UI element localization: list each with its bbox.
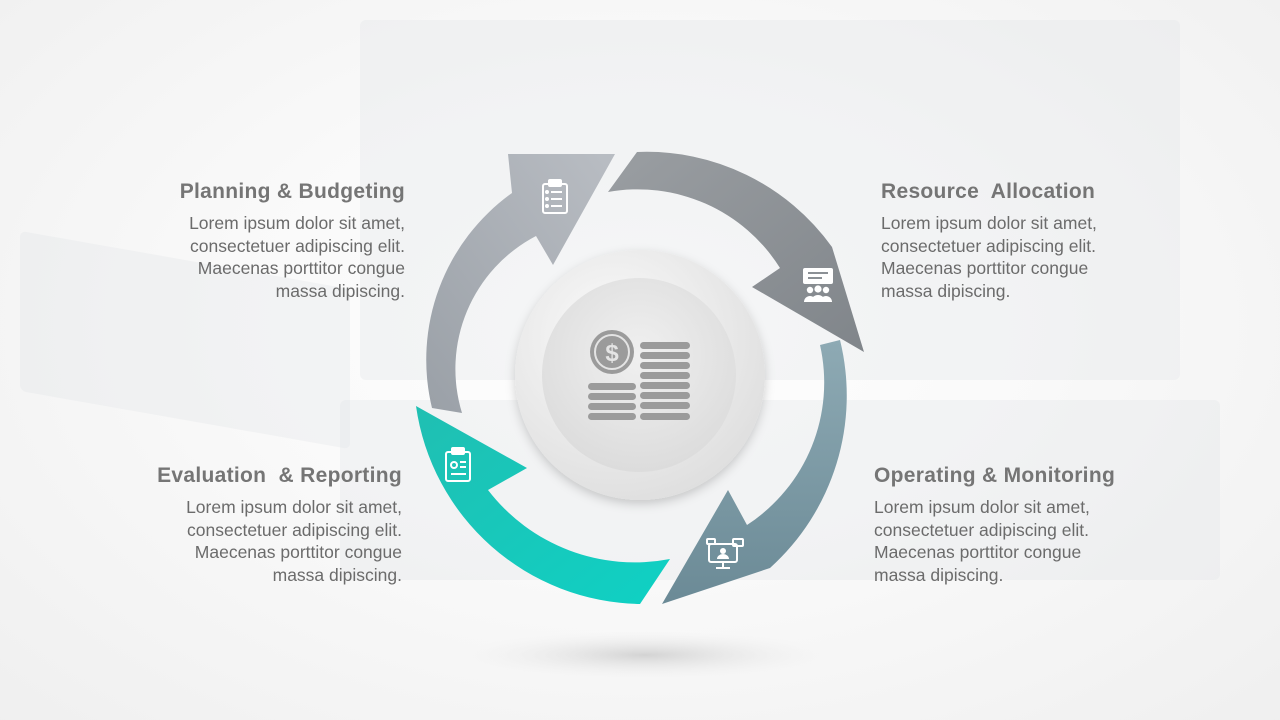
description-line: Maecenas porttitor congue bbox=[194, 542, 402, 562]
resource-allocation-description: Lorem ipsum dolor sit amet, consectetuer… bbox=[881, 212, 1171, 302]
description-line: Maecenas porttitor congue bbox=[881, 258, 1089, 278]
description-line: consectetuer adipiscing elit. bbox=[190, 235, 405, 256]
description-line: consectetuer adipiscing elit. bbox=[881, 235, 1096, 256]
arc-planning bbox=[426, 154, 615, 413]
checklist-icon bbox=[542, 179, 568, 214]
planning-budgeting-title: Planning & Budgeting bbox=[179, 180, 405, 203]
evaluation-reporting-title: Evaluation & Reporting bbox=[157, 464, 402, 487]
dollar-coins-icon: $ bbox=[588, 330, 690, 420]
evaluation-reporting-description: Lorem ipsum dolor sit amet, consectetuer… bbox=[112, 496, 402, 586]
description-line: massa dipiscing. bbox=[881, 280, 1011, 301]
planning-budgeting-description: Lorem ipsum dolor sit amet, consectetuer… bbox=[115, 212, 405, 302]
team-presentation-icon bbox=[803, 268, 833, 302]
evaluation-reporting-block: Evaluation & Reporting Lorem ipsum dolor… bbox=[112, 464, 402, 586]
description-line: massa dipiscing. bbox=[874, 564, 1004, 585]
arc-resource bbox=[608, 151, 864, 352]
resource-allocation-block: Resource Allocation Lorem ipsum dolor si… bbox=[881, 180, 1171, 302]
operating-monitoring-block: Operating & Monitoring Lorem ipsum dolor… bbox=[874, 464, 1164, 586]
description-line: Lorem ipsum dolor sit amet, bbox=[881, 213, 1097, 233]
svg-text:$: $ bbox=[605, 340, 619, 367]
operating-monitoring-description: Lorem ipsum dolor sit amet, consectetuer… bbox=[874, 496, 1164, 586]
description-line: massa dipiscing. bbox=[272, 564, 402, 585]
ground-shadow bbox=[460, 631, 830, 679]
description-line: Lorem ipsum dolor sit amet, bbox=[874, 497, 1090, 517]
center-inner-disc bbox=[542, 278, 736, 472]
description-line: consectetuer adipiscing elit. bbox=[874, 519, 1089, 540]
planning-budgeting-block: Planning & Budgeting Lorem ipsum dolor s… bbox=[115, 180, 405, 302]
description-line: Lorem ipsum dolor sit amet, bbox=[186, 497, 402, 517]
operating-monitoring-title: Operating & Monitoring bbox=[874, 464, 1116, 487]
clipboard-report-icon bbox=[445, 447, 471, 482]
arc-evaluation bbox=[416, 406, 670, 604]
description-line: consectetuer adipiscing elit. bbox=[187, 519, 402, 540]
description-line: Lorem ipsum dolor sit amet, bbox=[189, 213, 405, 233]
resource-allocation-title: Resource Allocation bbox=[881, 180, 1096, 203]
monitor-user-icon bbox=[706, 538, 744, 569]
description-line: massa dipiscing. bbox=[275, 280, 405, 301]
description-line: Maecenas porttitor congue bbox=[197, 258, 405, 278]
description-line: Maecenas porttitor congue bbox=[874, 542, 1082, 562]
